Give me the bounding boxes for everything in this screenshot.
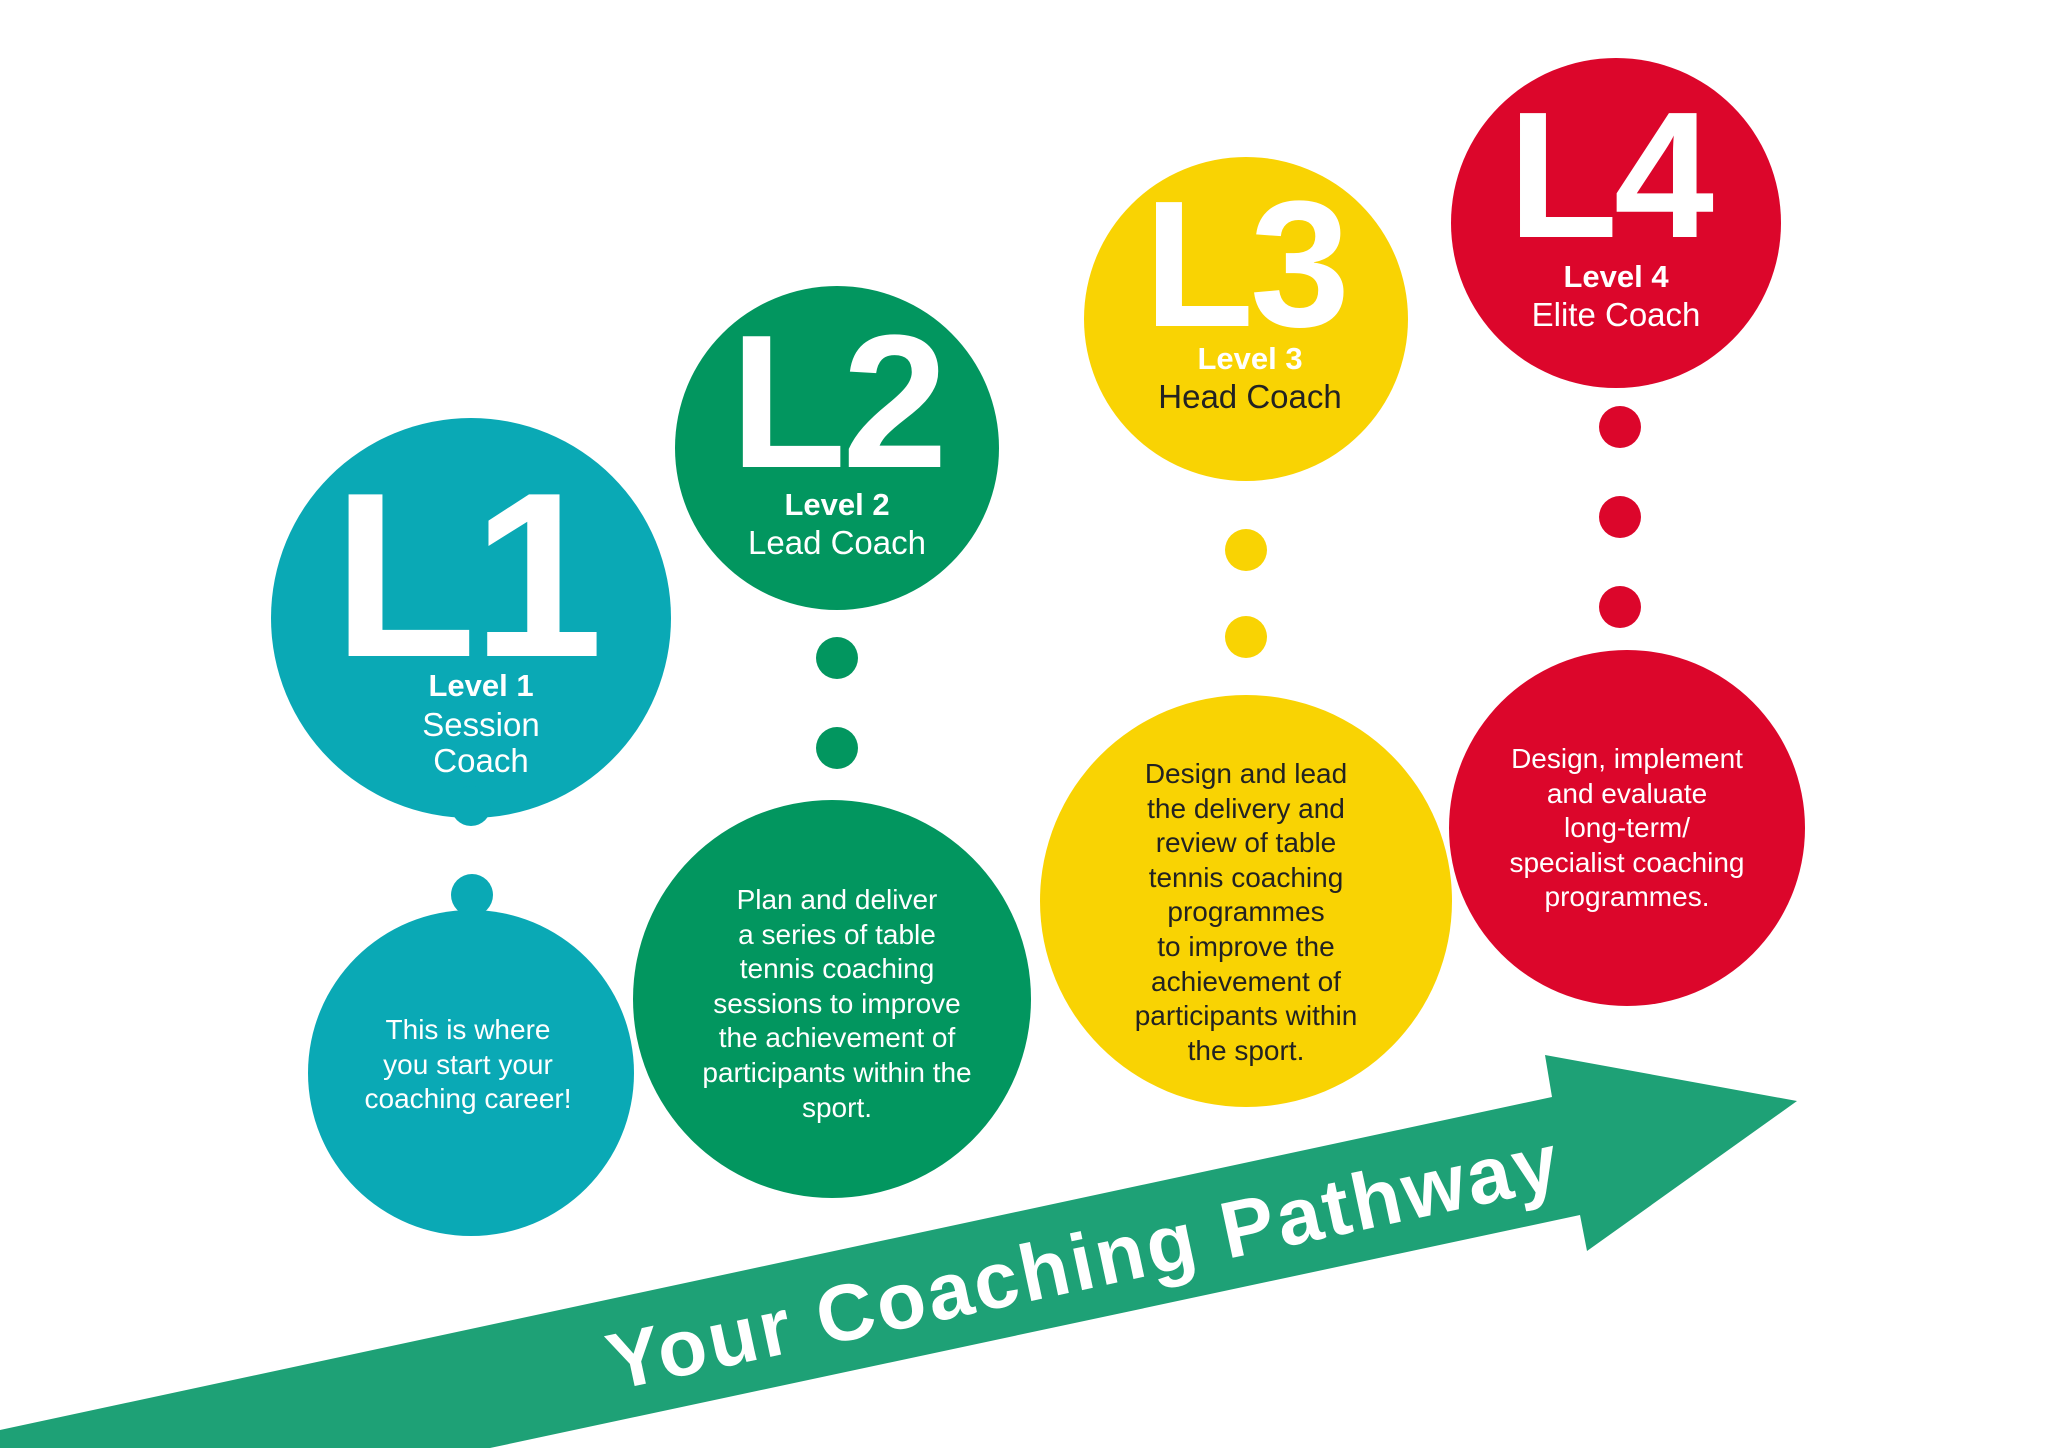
level4-connector-dot: [1599, 496, 1641, 538]
level2-connector-dot: [816, 637, 858, 679]
level2-description: Plan and deliver a series of table tenni…: [702, 884, 972, 1123]
level3-circle: [1084, 157, 1408, 481]
level4-badge: L4: [1507, 75, 1714, 276]
level4-title: Level 4: [1563, 259, 1669, 294]
level4-description: Design, implement and evaluate long-term…: [1509, 743, 1745, 913]
level3-description-circle: [1040, 695, 1452, 1107]
level1-circle: [271, 418, 671, 818]
level4-connector-dot: [1599, 406, 1641, 448]
level1-badge: L1: [332, 443, 603, 706]
level4-connector-dot: [1599, 586, 1641, 628]
level3-badge: L3: [1143, 164, 1350, 365]
level1-description-circle: [308, 910, 634, 1236]
level4-role: Elite Coach: [1531, 296, 1701, 333]
level3-role: Head Coach: [1158, 378, 1342, 415]
level1-title: Level 1: [428, 668, 534, 703]
level4-description-circle: [1449, 650, 1805, 1006]
level3-connector-dot: [1225, 616, 1267, 658]
level2-role: Lead Coach: [748, 524, 926, 561]
level1-connector-dot: [451, 874, 493, 916]
level1-role-line2: Coach: [433, 742, 529, 779]
level1-description: This is where you start your coaching ca…: [364, 1014, 572, 1115]
level2-description-circle: [633, 800, 1031, 1198]
level3-title: Level 3: [1197, 341, 1303, 376]
level4-circle: [1451, 58, 1781, 388]
level1-role: Session: [422, 706, 540, 743]
level2-badge: L2: [730, 296, 948, 508]
arrow-shape: [0, 1055, 1797, 1448]
level2-title: Level 2: [784, 487, 890, 522]
level2-circle: [675, 286, 999, 610]
level2-connector-dot: [816, 727, 858, 769]
level3-description: Design and lead the delivery and review …: [1134, 758, 1358, 1066]
level3-connector-dot: [1225, 529, 1267, 571]
level1-connector-dot: [451, 786, 491, 826]
